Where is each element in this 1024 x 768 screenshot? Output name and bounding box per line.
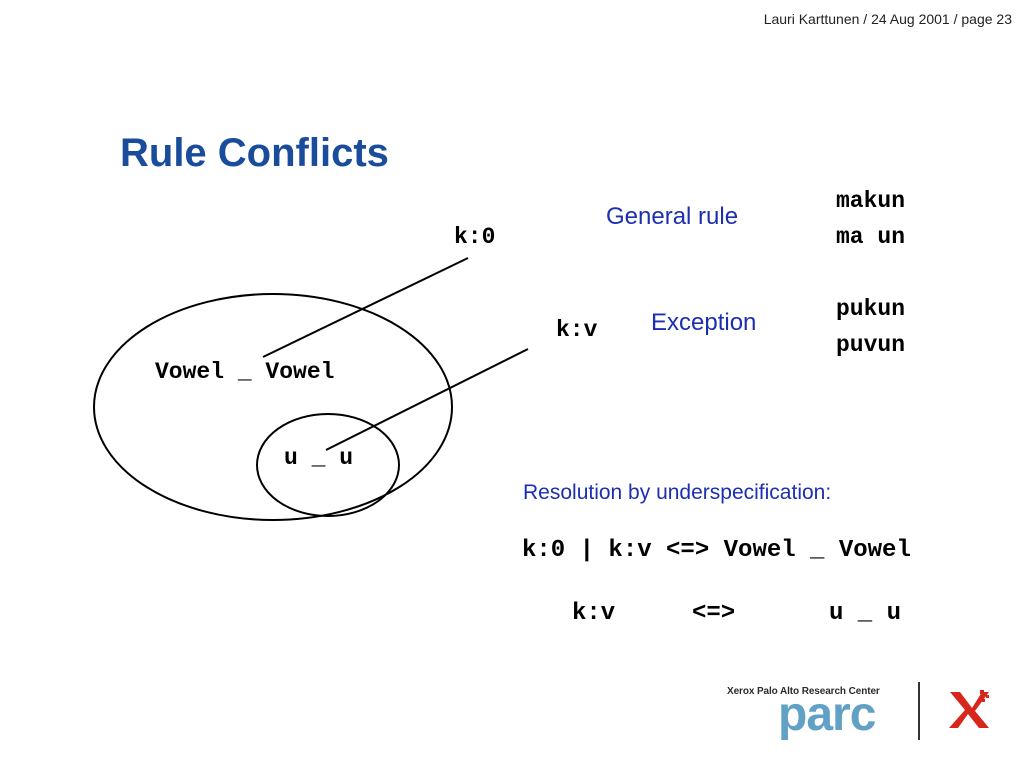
inner-context-ellipse xyxy=(256,413,400,517)
general-pointer-label: k:0 xyxy=(454,224,496,250)
resolution-rule-general: k:0 | k:v <=> Vowel _ Vowel xyxy=(522,537,911,564)
resolution-heading: Resolution by underspecification: xyxy=(523,481,832,504)
general-pointer-line xyxy=(262,257,469,358)
resolution-rule-exception-left: k:v xyxy=(572,600,616,627)
exception-word-2: puvun xyxy=(836,332,906,358)
inner-context-label: u _ u xyxy=(284,445,354,471)
xerox-x-icon xyxy=(949,690,989,728)
logo-divider xyxy=(918,682,920,740)
outer-context-label: Vowel _ Vowel xyxy=(155,359,335,385)
header-credit: Lauri Karttunen / 24 Aug 2001 / page 23 xyxy=(763,11,1012,27)
parc-logo-caption: Xerox Palo Alto Research Center xyxy=(727,686,880,697)
slide-title: Rule Conflicts xyxy=(120,131,389,175)
exception-word-1: pukun xyxy=(836,296,906,322)
general-word-2: ma un xyxy=(836,224,906,250)
exception-label: Exception xyxy=(651,309,757,336)
exception-pointer-label: k:v xyxy=(556,317,598,343)
general-rule-label: General rule xyxy=(606,203,739,230)
parc-logo-word: parc xyxy=(778,688,876,741)
outer-context-ellipse xyxy=(93,293,453,521)
resolution-rule-exception-right: u _ u xyxy=(829,600,902,627)
general-word-1: makun xyxy=(836,188,906,214)
exception-pointer-line xyxy=(325,348,529,451)
resolution-rule-exception-op: <=> xyxy=(692,600,736,627)
